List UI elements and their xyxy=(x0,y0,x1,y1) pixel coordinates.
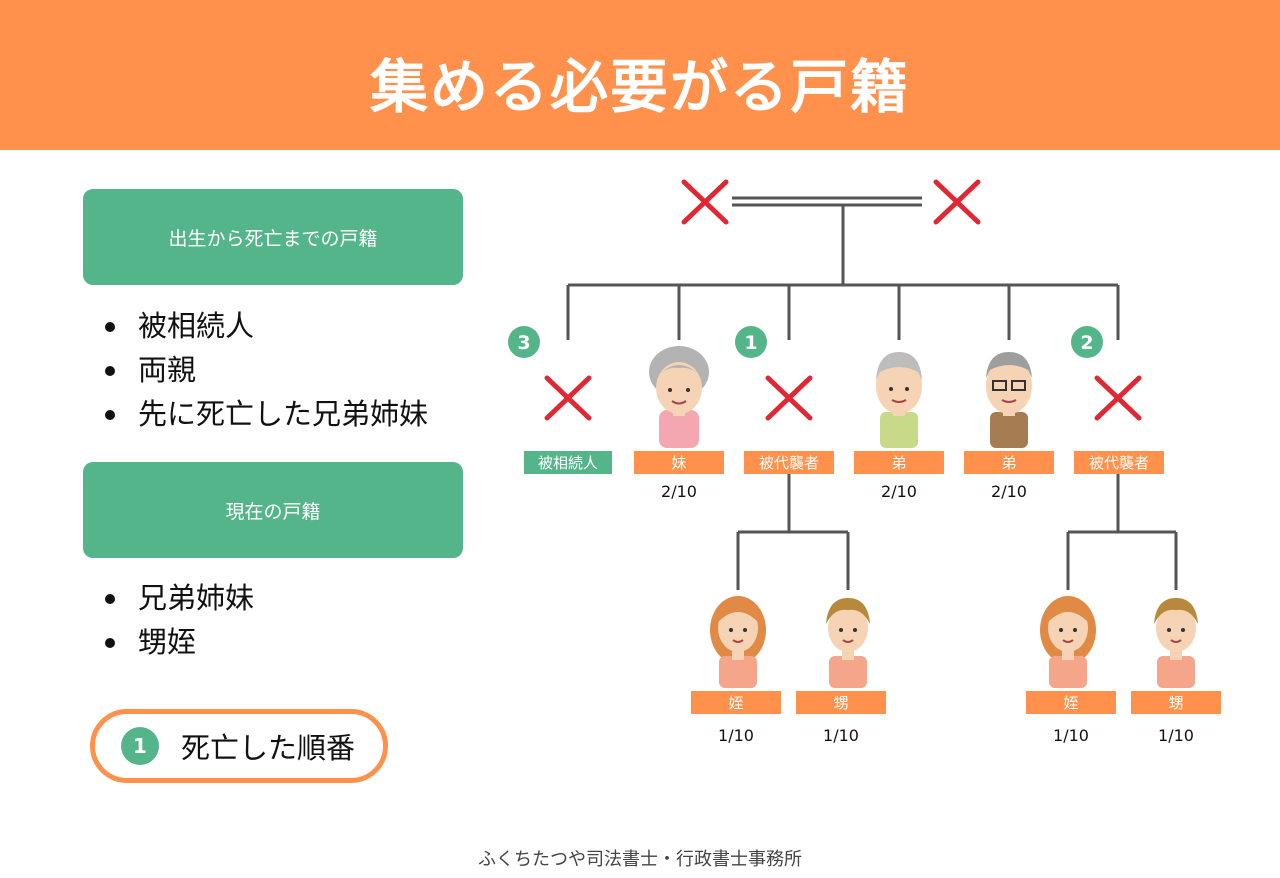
page-title: 集める必要がる戸籍 xyxy=(369,53,910,121)
footer-office-name: ふくちたつや司法書士・行政書士事務所 xyxy=(478,849,802,870)
tree-connectors xyxy=(566,205,1178,590)
svg-text:弟: 弟 xyxy=(891,454,906,472)
marriage-line xyxy=(732,196,922,207)
svg-text:弟: 弟 xyxy=(1001,454,1016,472)
svg-text:2: 2 xyxy=(1080,332,1093,354)
young-man-avatar xyxy=(1154,598,1198,688)
list-item: 甥姪 xyxy=(105,620,254,664)
share-value: 1/10 xyxy=(1158,726,1194,745)
label-niece: 姪 xyxy=(1026,691,1116,714)
parent-father-deceased xyxy=(681,179,729,225)
share-value: 2/10 xyxy=(881,482,917,501)
svg-text:姪: 姪 xyxy=(728,694,743,712)
section-title-current: 現在の戸籍 xyxy=(83,462,463,558)
header-banner: 集める必要がる戸籍 xyxy=(0,0,1280,150)
share-value: 1/10 xyxy=(823,726,859,745)
svg-text:1: 1 xyxy=(744,332,757,354)
young-woman-avatar xyxy=(710,596,766,688)
svg-text:被代襲者: 被代襲者 xyxy=(759,454,819,472)
cross-icon xyxy=(544,375,592,421)
list-item: 兄弟姉妹 xyxy=(105,576,254,620)
parent-mother-deceased xyxy=(933,179,981,225)
list-item: 両親 xyxy=(105,348,428,392)
share-value: 1/10 xyxy=(718,726,754,745)
order-badge-3: 3 xyxy=(508,326,540,358)
label-predeceased-heir: 被代襲者 xyxy=(1074,451,1164,474)
elderly-man-glasses-avatar xyxy=(986,352,1032,448)
list-item: 被相続人 xyxy=(105,304,428,348)
svg-text:甥: 甥 xyxy=(833,694,848,712)
share-value: 2/10 xyxy=(661,482,697,501)
cross-icon xyxy=(765,375,813,421)
svg-text:3: 3 xyxy=(517,332,530,354)
elderly-man-avatar xyxy=(876,352,922,448)
share-value: 2/10 xyxy=(991,482,1027,501)
list-item: 先に死亡した兄弟姉妹 xyxy=(105,392,428,436)
svg-text:甥: 甥 xyxy=(1168,694,1183,712)
svg-text:被相続人: 被相続人 xyxy=(538,454,598,472)
share-value: 1/10 xyxy=(1053,726,1089,745)
label-nephew: 甥 xyxy=(796,691,886,714)
section-title-birth-to-death: 出生から死亡までの戸籍 xyxy=(83,189,463,285)
legend-death-order: 1 死亡した順番 xyxy=(90,709,388,783)
legend-text: 死亡した順番 xyxy=(181,731,356,765)
order-badge-1: 1 xyxy=(735,326,767,358)
label-predeceased-heir: 被代襲者 xyxy=(744,451,834,474)
order-badge: 1 xyxy=(121,727,159,765)
label-decedent: 被相続人 xyxy=(524,451,612,474)
label-brother: 弟 xyxy=(964,451,1054,474)
label-sister: 妹 xyxy=(634,451,724,474)
cross-icon xyxy=(933,179,981,225)
label-nephew: 甥 xyxy=(1131,691,1221,714)
young-woman-avatar xyxy=(1040,596,1096,688)
elderly-woman-avatar xyxy=(649,346,709,448)
cross-icon xyxy=(1094,375,1142,421)
section2-list: 兄弟姉妹 甥姪 xyxy=(105,576,254,664)
svg-text:妹: 妹 xyxy=(671,454,686,472)
young-man-avatar xyxy=(826,598,870,688)
section1-list: 被相続人 両親 先に死亡した兄弟姉妹 xyxy=(105,304,428,436)
cross-icon xyxy=(681,179,729,225)
svg-text:被代襲者: 被代襲者 xyxy=(1089,454,1149,472)
order-badge-2: 2 xyxy=(1071,326,1103,358)
label-brother: 弟 xyxy=(854,451,944,474)
label-niece: 姪 xyxy=(691,691,781,714)
svg-text:姪: 姪 xyxy=(1063,694,1078,712)
